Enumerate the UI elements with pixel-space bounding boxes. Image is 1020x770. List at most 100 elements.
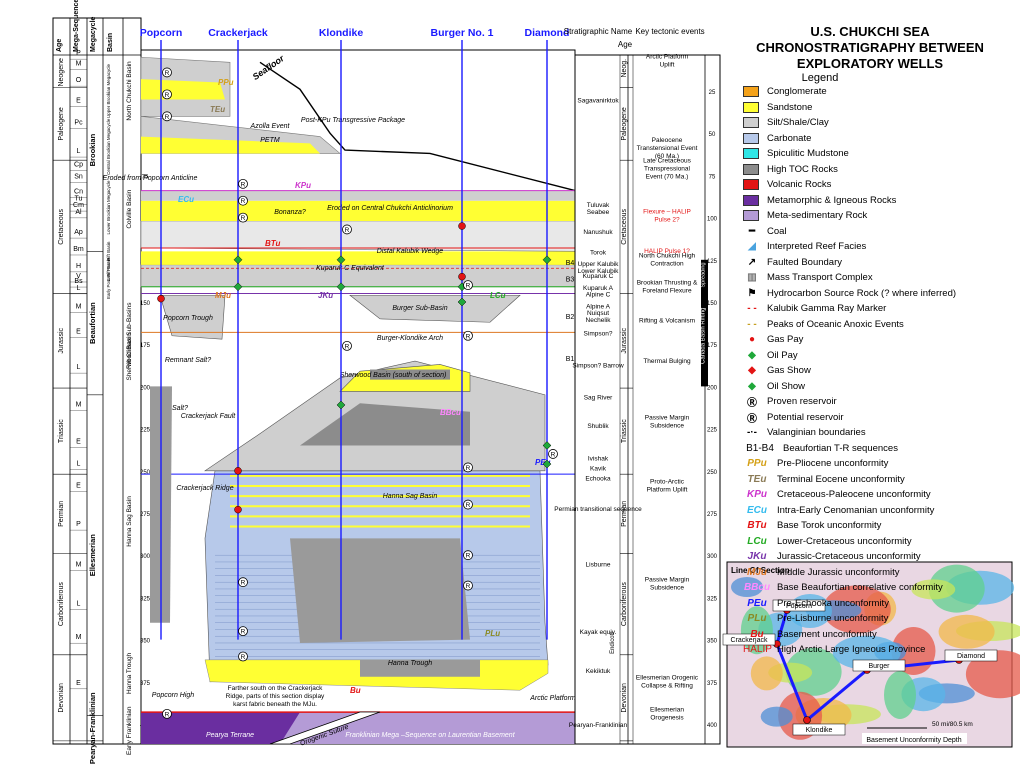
legend-swatch <box>743 132 759 144</box>
section-annotation: Crackerjack Fault <box>181 413 237 420</box>
legend-unconformity-code: ECu <box>747 504 767 516</box>
reservoir-symbol <box>463 330 473 341</box>
legend-label: Jurassic-Cretaceous unconformity <box>777 551 921 563</box>
tectonic-line: Passive Margin <box>645 577 690 584</box>
map-label-box <box>722 633 776 646</box>
reservoir-letter: R <box>165 92 170 99</box>
reservoir-letter: R <box>241 181 246 188</box>
right-age-tick: 275 <box>707 512 718 518</box>
epoch-label: M <box>76 562 82 569</box>
epoch-label: L <box>77 148 81 155</box>
strat-name: Pearyan-Franklinian <box>569 722 628 729</box>
oil-show-marker <box>542 255 552 265</box>
column-header: Age <box>56 39 63 52</box>
column-header: Basin <box>107 33 114 52</box>
legend-swatch <box>743 117 759 129</box>
legend-unconformity-code: JKu <box>747 551 767 563</box>
legend-unconformity-code: KPu <box>747 489 767 501</box>
tectonic-line: Subsidence <box>650 423 684 430</box>
age-tick-label: 325 <box>140 596 151 602</box>
annotation-line: karst fabric beneath the MJu. <box>233 701 317 708</box>
section-annotation: Arctic Platform <box>529 695 576 702</box>
strat-name: Alpine A <box>586 303 611 310</box>
legend-label: Conglomerate <box>767 86 827 98</box>
nanushuk-band <box>140 220 576 252</box>
right-age-tick: 125 <box>707 259 718 265</box>
period-label: Carboniferous <box>58 582 65 626</box>
legend-label: Pre-Lisburne unconformity <box>777 613 889 625</box>
right-age-tick: 350 <box>707 639 718 645</box>
legend-swatch <box>743 194 759 206</box>
epoch-label: H <box>76 263 81 270</box>
legend-swatch <box>743 163 759 175</box>
reservoir-letter: R <box>165 70 170 77</box>
well-name: Klondike <box>319 27 363 39</box>
basin-label: Hanna Sag Basin <box>126 496 133 547</box>
legend-unconformity-code: PLu <box>747 613 767 625</box>
legend-label: Peaks of Oceanic Anoxic Events <box>767 318 904 330</box>
oil-show-marker <box>336 400 346 410</box>
map-well-label: Klondike <box>806 727 833 734</box>
chart-title: U.S. CHUKCHI SEA CHRONOSTRATIGRAPHY BETW… <box>725 24 1015 72</box>
right-age-tick: 325 <box>707 596 718 602</box>
reservoir-letter: R <box>241 580 246 587</box>
oil-show-marker <box>233 255 243 265</box>
legend-unconformity-code: MJu <box>747 566 767 578</box>
legend-item: Meta-sedimentary Rock <box>743 208 1013 224</box>
hanna-sag-shale <box>290 538 470 643</box>
tectonic-line: Uplift <box>660 61 675 68</box>
period-label: Devonian <box>58 683 65 713</box>
strat-name: Kuparuk C <box>583 273 614 280</box>
age-tick-label: 250 <box>140 470 151 476</box>
right-age-tick: 400 <box>707 723 718 729</box>
right-period-label: Carboniferous <box>621 582 628 626</box>
legend-item: Conglomerate <box>743 84 1013 100</box>
period-label: Triassic <box>58 419 65 443</box>
reservoir-letter: R <box>241 654 246 661</box>
legend-label: Metamorphic & Igneous Rocks <box>767 194 897 206</box>
period-label: Permian <box>58 501 65 527</box>
right-period-label: Cretaceous <box>621 208 628 244</box>
reservoir-letter: R <box>466 283 471 290</box>
legend-label: Lower-Cretaceous unconformity <box>777 535 912 547</box>
sherwood-shale <box>370 369 450 380</box>
legend-item: High TOC Rocks <box>743 162 1013 178</box>
section-annotation: Popcorn High <box>152 692 195 699</box>
map-label-box <box>772 599 826 612</box>
strat-name: Permian transitional sequence <box>554 506 642 513</box>
section-annotation: Azolla Event <box>250 123 291 130</box>
unconformity-code: BBcu <box>440 408 461 417</box>
strat-name: Kayak equiv. <box>580 629 617 636</box>
tectonic-line: Platform Uplift <box>647 487 688 494</box>
reservoir-letter: R <box>551 451 556 458</box>
tectonic-line: Flexure – HALIP <box>643 209 691 216</box>
epoch-label: Cm <box>73 202 84 209</box>
strat-name: Nuiqsut <box>587 310 609 317</box>
legend-unconformity-code: BTu <box>747 520 767 532</box>
legend-label: Coal <box>767 225 787 237</box>
legend-symbol-icon: ● <box>748 334 756 346</box>
age-tick-label: 300 <box>140 554 151 560</box>
legend-label: High TOC Rocks <box>767 163 838 175</box>
megacycle-label: Late Post-Rift Basin <box>106 241 111 281</box>
right-age-tick: 375 <box>707 681 718 687</box>
reservoir-letter: R <box>466 465 471 472</box>
legend-label: Gas Pay <box>767 334 804 346</box>
right-age-tick: 50 <box>709 132 716 138</box>
legend-item: PLu Pre-Lisburne unconformity <box>743 611 1013 627</box>
map-label-box <box>852 659 906 672</box>
legend-halip-code: HALIP <box>743 644 772 656</box>
legend-item: ↗Faulted Boundary <box>743 255 1013 271</box>
section-annotation: Sherwood Basin (south of section) <box>340 372 447 379</box>
tectonic-line: Arctic Platform <box>646 53 688 60</box>
megacycle-label: Central Brookian Megacycle <box>106 118 111 175</box>
age-tick-label: 225 <box>140 428 151 434</box>
map-depth-patch <box>938 614 995 649</box>
